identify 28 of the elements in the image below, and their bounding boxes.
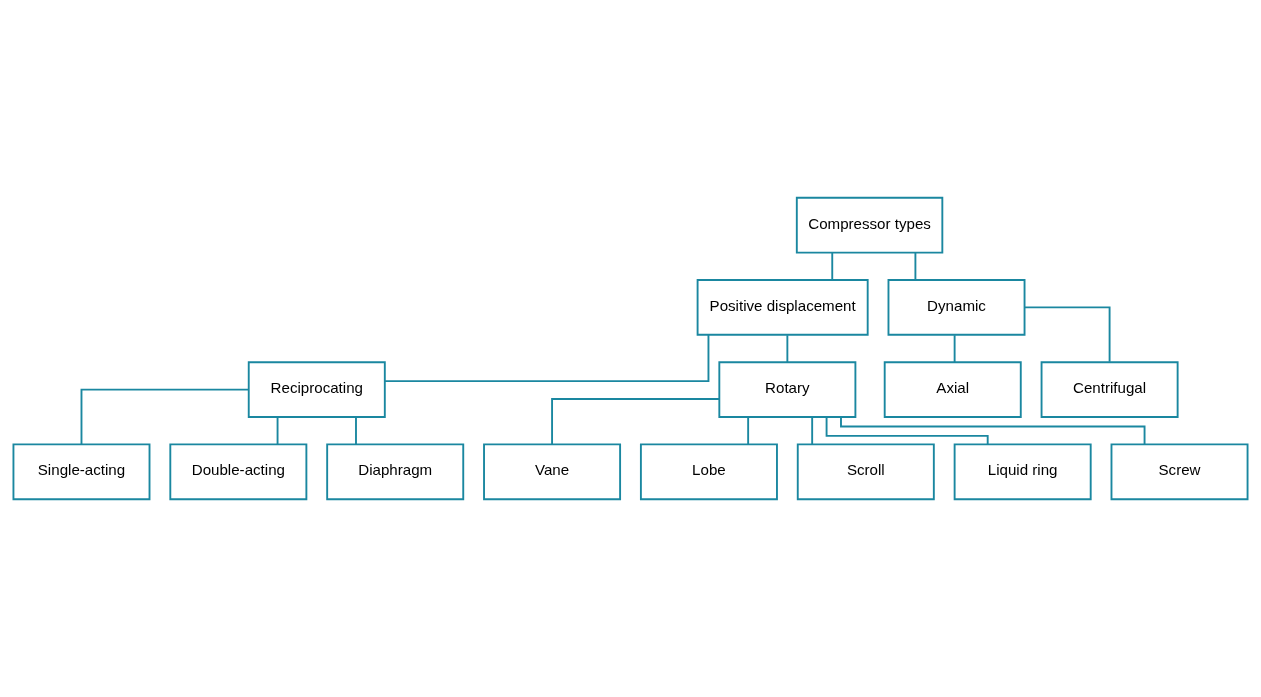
node-box: Compressor types	[795, 196, 944, 254]
node-box: Single-acting	[12, 443, 151, 501]
node-box: Diaphragm	[326, 443, 465, 501]
connector	[825, 416, 989, 446]
node-box: Double-acting	[169, 443, 308, 501]
node-box: Vane	[483, 443, 622, 501]
node-box: Liquid ring	[953, 443, 1092, 501]
connector	[276, 416, 279, 446]
connector	[384, 333, 710, 383]
connector	[953, 334, 956, 364]
connector	[747, 416, 750, 446]
connector	[1024, 306, 1111, 363]
connector	[355, 416, 357, 446]
connector	[786, 334, 789, 364]
node-box: Screw	[1110, 443, 1249, 501]
node-box: Rotary	[718, 361, 857, 418]
node-box: Positive displacement	[696, 279, 869, 336]
node-box: Axial	[883, 361, 1022, 418]
node-box: Scroll	[796, 443, 935, 501]
node-box: Lobe	[639, 443, 778, 501]
connector	[914, 252, 917, 281]
connector	[80, 388, 250, 445]
node-box: Reciprocating	[247, 361, 386, 418]
node-box: Centrifugal	[1040, 361, 1179, 418]
connector	[811, 416, 814, 446]
connector	[831, 252, 834, 281]
node-box: Dynamic	[887, 279, 1026, 336]
connector	[551, 398, 721, 446]
